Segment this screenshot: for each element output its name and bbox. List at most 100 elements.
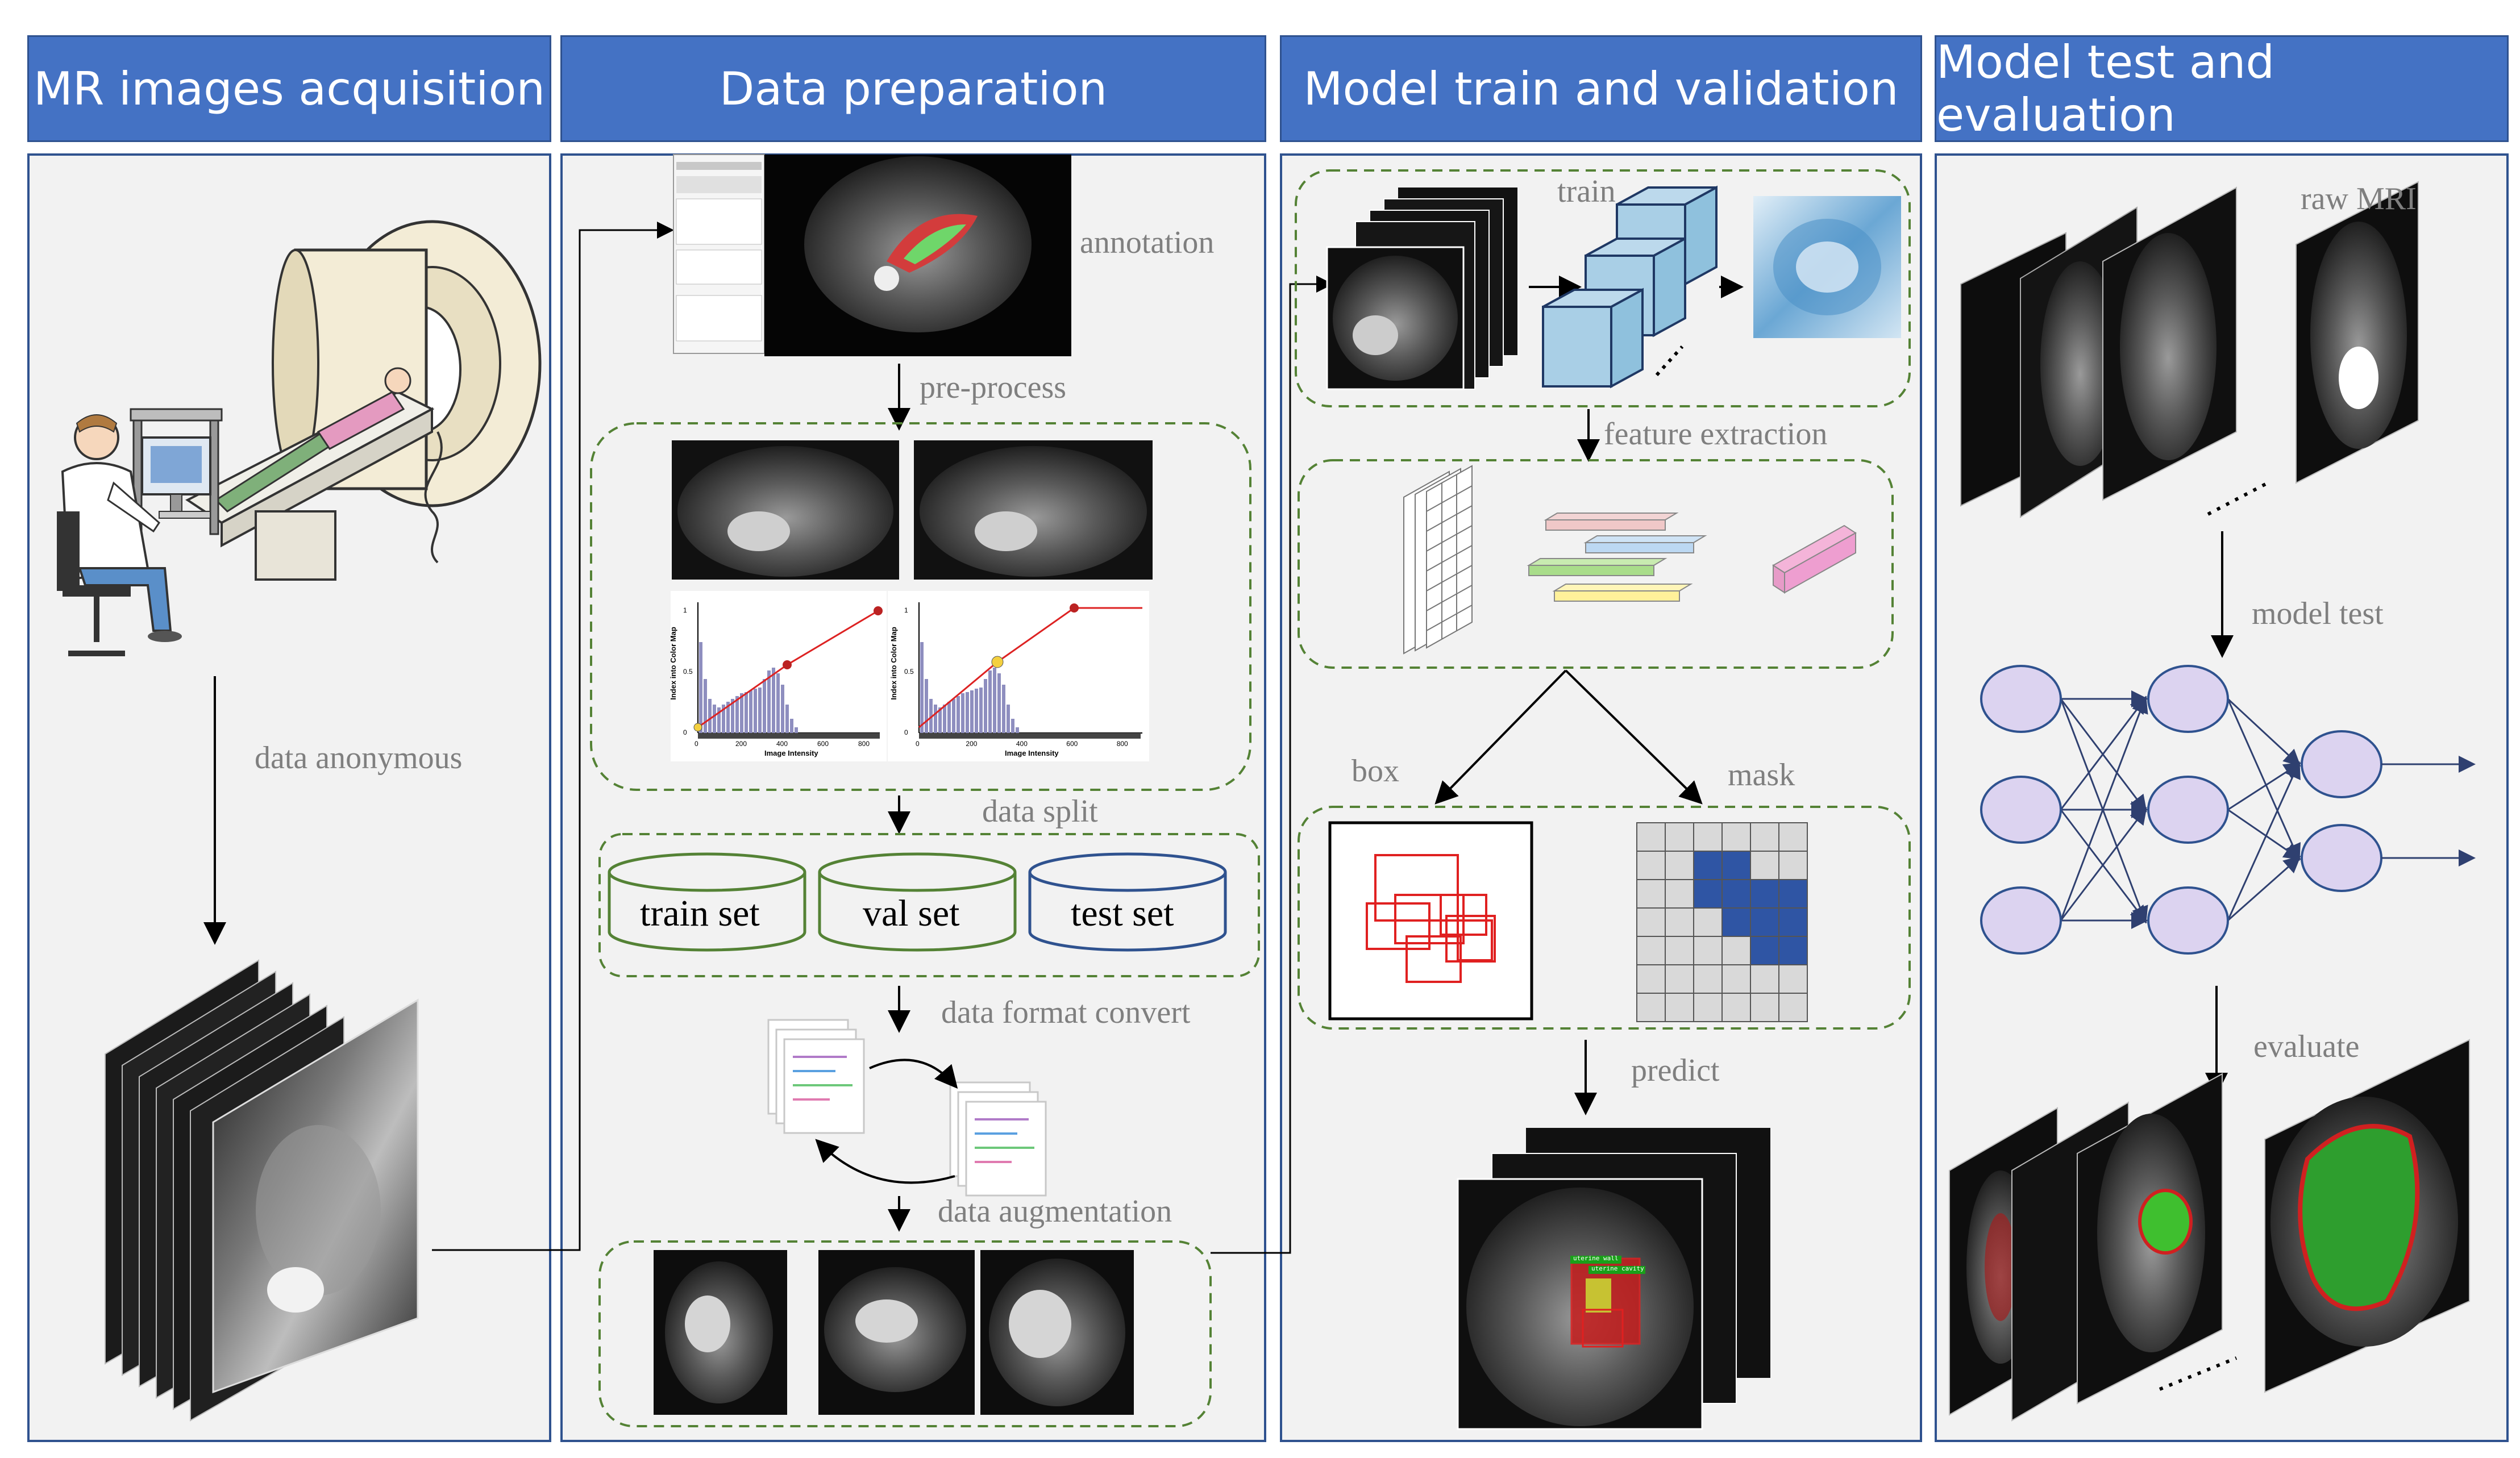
- mask-cell: [1636, 964, 1666, 994]
- evaluation-slices: [1949, 1039, 2470, 1422]
- feature-bars: [1527, 513, 1707, 602]
- mask-cell: [1778, 907, 1808, 937]
- label-train-set: train set: [640, 893, 760, 934]
- label-model-test: model test: [2252, 596, 2384, 631]
- mask-cell: [1721, 822, 1751, 852]
- mask-cell: [1665, 907, 1694, 937]
- nn-edge: [2227, 856, 2301, 922]
- mask-cell: [1636, 907, 1666, 937]
- hist-ytick: 1: [904, 606, 908, 614]
- overlay-uterine-wall: uterine wall: [1573, 1255, 1619, 1262]
- mask-cell: [1721, 879, 1751, 909]
- nn-node: [2147, 665, 2229, 733]
- nn-edge: [2227, 809, 2301, 860]
- header-data-preparation: Data preparation: [560, 35, 1266, 142]
- feature-group: [1298, 459, 1894, 669]
- augmentation-group: [598, 1240, 1212, 1427]
- mask-cell: [1665, 993, 1694, 1022]
- nn-node: [2147, 886, 2229, 955]
- hist-ytick: 0.5: [683, 667, 693, 676]
- connector-1: [432, 222, 674, 1251]
- document-icons: [767, 1019, 1047, 1197]
- anonymized-slices-stack: [105, 959, 419, 1422]
- mask-cell: [1665, 964, 1694, 994]
- nn-node: [2147, 776, 2229, 844]
- prediction-stack: [1457, 1128, 1770, 1430]
- mask-cell: [1778, 964, 1808, 994]
- label-train: train: [1557, 174, 1616, 209]
- nn-edge: [2060, 807, 2147, 921]
- preprocess-group: [590, 422, 1251, 791]
- header-model-train: Model train and validation: [1280, 35, 1922, 142]
- label-val-set: val set: [863, 893, 960, 934]
- mask-cell: [1693, 851, 1723, 880]
- mask-cell: [1778, 822, 1808, 852]
- feature-grids: [1403, 465, 1473, 655]
- histogram-right: [888, 591, 1149, 761]
- mask-cell: [1665, 822, 1694, 852]
- mask-cell: [1778, 851, 1808, 880]
- mask-cell: [1636, 879, 1666, 909]
- train-input-stack: [1326, 188, 1517, 390]
- val-set-cylinder: [818, 852, 1017, 952]
- mask-cell: [1693, 907, 1723, 937]
- hist-ytick: 1: [683, 606, 687, 614]
- mask-cell: [1665, 936, 1694, 965]
- mask-cell: [1778, 993, 1808, 1022]
- mask-head: [1636, 822, 1808, 1022]
- mask-cell: [1750, 936, 1779, 965]
- label-test-set: test set: [1071, 893, 1174, 934]
- nn-node: [2301, 824, 2382, 892]
- panel-data-preparation: [560, 153, 1266, 1442]
- nn-node: [1980, 886, 2062, 955]
- nn-edge: [2060, 696, 2147, 810]
- hist-xtick: 600: [817, 740, 829, 748]
- label-feature-extraction: feature extraction: [1604, 416, 1828, 452]
- neural-network: [1980, 665, 2476, 955]
- test-set-cylinder: [1028, 852, 1227, 952]
- mask-cell: [1750, 993, 1779, 1022]
- preprocess-images: [672, 440, 1153, 580]
- mask-cell: [1750, 964, 1779, 994]
- nn-node: [1980, 776, 2062, 844]
- hist-right-xlabel: Image Intensity: [1005, 749, 1059, 757]
- hist-right-ylabel: Index into Color Map: [889, 627, 898, 700]
- nn-edge: [2060, 695, 2148, 921]
- mask-cell: [1778, 879, 1808, 909]
- cnn-blocks: [1542, 185, 1718, 389]
- hist-ytick: 0: [904, 728, 908, 736]
- hist-ytick: 0.5: [904, 667, 914, 676]
- mask-cell: [1636, 851, 1666, 880]
- mask-cell: [1721, 993, 1751, 1022]
- label-data-anonymous: data anonymous: [255, 740, 463, 776]
- hist-ytick: 0: [683, 728, 687, 736]
- label-mask: mask: [1728, 757, 1795, 793]
- label-raw-mri: raw MRI: [2301, 181, 2417, 216]
- mask-cell: [1693, 936, 1723, 965]
- hist-xtick: 400: [776, 740, 788, 748]
- mask-cell: [1721, 936, 1751, 965]
- split-group: [598, 833, 1260, 977]
- mask-cell: [1693, 993, 1723, 1022]
- hist-xtick: 0: [916, 740, 920, 748]
- nn-edge: [2227, 698, 2301, 767]
- mask-cell: [1693, 964, 1723, 994]
- train-group: [1295, 169, 1911, 407]
- feature-vector-pink: [1772, 524, 1857, 594]
- label-annotation: annotation: [1080, 225, 1215, 260]
- hist-xtick: 200: [735, 740, 747, 748]
- head-group: [1298, 806, 1911, 1030]
- nn-node: [2301, 730, 2382, 798]
- label-data-format-convert: data format convert: [941, 995, 1191, 1030]
- hist-xtick: 600: [1066, 740, 1078, 748]
- mask-cell: [1721, 851, 1751, 880]
- label-data-split: data split: [982, 794, 1098, 829]
- hist-xtick: 400: [1016, 740, 1028, 748]
- mask-cell: [1750, 851, 1779, 880]
- hist-left-ylabel: Index into Color Map: [668, 627, 677, 700]
- hist-left-xlabel: Image Intensity: [764, 749, 818, 757]
- label-predict: predict: [1631, 1053, 1720, 1088]
- feature-map-heat: [1753, 196, 1901, 338]
- label-data-augmentation: data augmentation: [938, 1194, 1172, 1229]
